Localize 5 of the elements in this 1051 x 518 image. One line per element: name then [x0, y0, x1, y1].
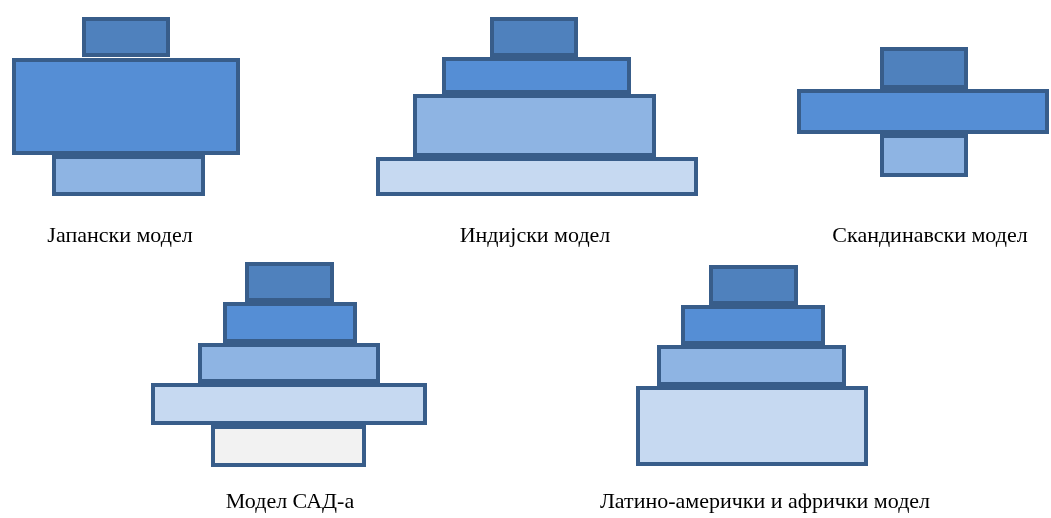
- model-caption: Индијски модел: [459, 222, 611, 248]
- model-caption: Латино-амерички и афрички модел: [599, 488, 931, 514]
- model-caption: Модел САД-а: [225, 488, 355, 514]
- model-caption: Јапански модел: [47, 222, 193, 248]
- model-caption: Скандинавски модел: [832, 222, 1028, 248]
